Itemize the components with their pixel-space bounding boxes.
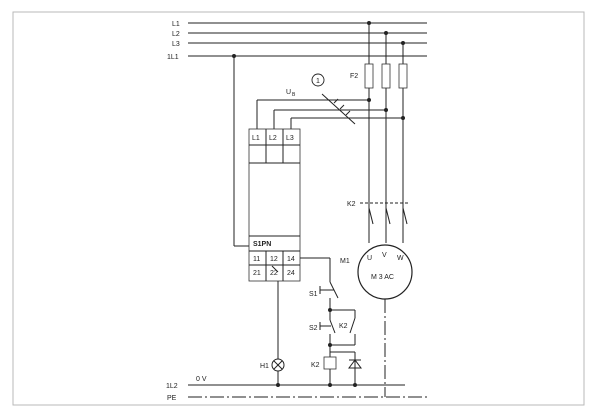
relay-contact-14: 14 <box>287 256 295 263</box>
rail-label-0v: 0 V <box>196 376 207 383</box>
relay-contact-22: 22 <box>270 270 278 277</box>
contactor-label: K2 <box>347 201 356 208</box>
diagram-frame <box>12 11 585 406</box>
lamp-label: H1 <box>260 363 269 370</box>
relay-input-l3: L3 <box>286 135 294 142</box>
control-circuit: S1 S2 K2 K2 <box>300 257 362 387</box>
rail-label-pe: PE <box>167 395 177 402</box>
switch-s1-label: S1 <box>309 291 318 298</box>
rail-label-l2: L2 <box>172 31 180 38</box>
relay-contact-21: 21 <box>253 270 261 277</box>
lamp-h1: H1 <box>260 281 285 387</box>
measurement-leads: 1 U B <box>256 73 403 130</box>
switch-s2-label: S2 <box>309 325 318 332</box>
callout-number: 1 <box>316 78 320 85</box>
aux-contact-label: K2 <box>339 323 348 330</box>
motor-terminal-w: W <box>397 255 404 262</box>
rail-label-1l2: 1L2 <box>166 383 178 390</box>
rail-label-1l1: 1L1 <box>167 54 179 61</box>
motor-type: M 3 AC <box>371 274 394 281</box>
bottom-rails: 1L2 0 V PE <box>166 376 427 402</box>
supply-voltage-subscript: B <box>292 92 296 98</box>
relay-contact-12: 12 <box>270 256 278 263</box>
callout-circle <box>311 73 325 87</box>
fuse-label: F2 <box>350 73 358 80</box>
fuses-f2: F2 <box>350 63 408 89</box>
motor-terminal-u: U <box>367 255 372 262</box>
motor-terminal-v: V <box>382 252 387 259</box>
coil-label: K2 <box>311 362 320 369</box>
relay-input-l2: L2 <box>269 135 277 142</box>
phase-sequence-relay: L1 L2 L3 S1PN 11 12 14 21 22 24 <box>248 128 301 282</box>
supply-voltage-label: U <box>286 89 291 96</box>
rail-label-l3: L3 <box>172 41 180 48</box>
relay-contact-11: 11 <box>253 256 260 263</box>
motor-m1: U V W M 3 AC M1 <box>340 244 413 397</box>
relay-name: S1PN <box>253 241 271 248</box>
relay-contact-24: 24 <box>287 270 295 277</box>
rail-label-l1: L1 <box>172 21 180 28</box>
relay-input-l1: L1 <box>252 135 260 142</box>
main-contactor-k2: K2 <box>347 192 410 225</box>
supply-rails: L1 L2 L3 1L1 <box>167 21 427 61</box>
motor-name: M1 <box>340 258 350 265</box>
